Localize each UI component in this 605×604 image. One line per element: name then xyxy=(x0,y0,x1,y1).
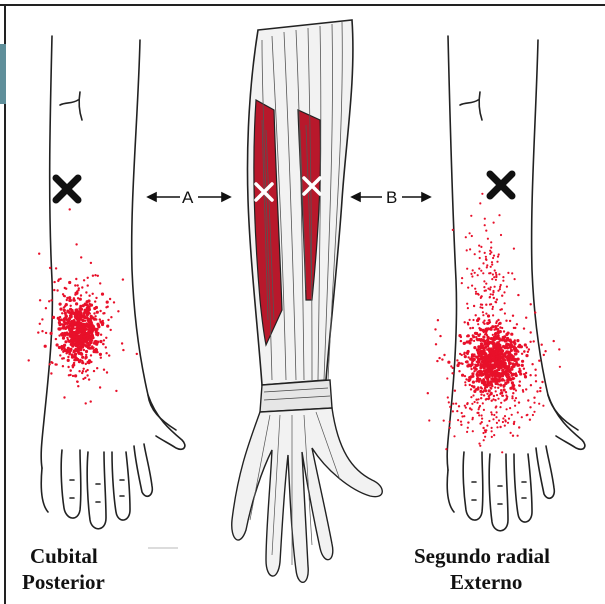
left-arm-outline xyxy=(41,36,185,529)
left-trigger-x xyxy=(56,178,78,200)
left-caption-line1: Cubital xyxy=(30,543,98,569)
right-referral-pattern xyxy=(427,193,561,454)
arrow-a-label: A xyxy=(182,188,193,208)
center-forearm-anatomy xyxy=(232,20,383,582)
left-referral-pattern xyxy=(28,208,139,404)
right-trigger-x xyxy=(490,174,512,196)
right-caption-line1: Segundo radial xyxy=(414,543,550,569)
arrow-b-label: B xyxy=(386,188,397,208)
left-caption-line2: Posterior xyxy=(22,569,105,595)
right-arm-outline xyxy=(447,36,585,531)
right-caption-line2: Externo xyxy=(450,569,522,595)
